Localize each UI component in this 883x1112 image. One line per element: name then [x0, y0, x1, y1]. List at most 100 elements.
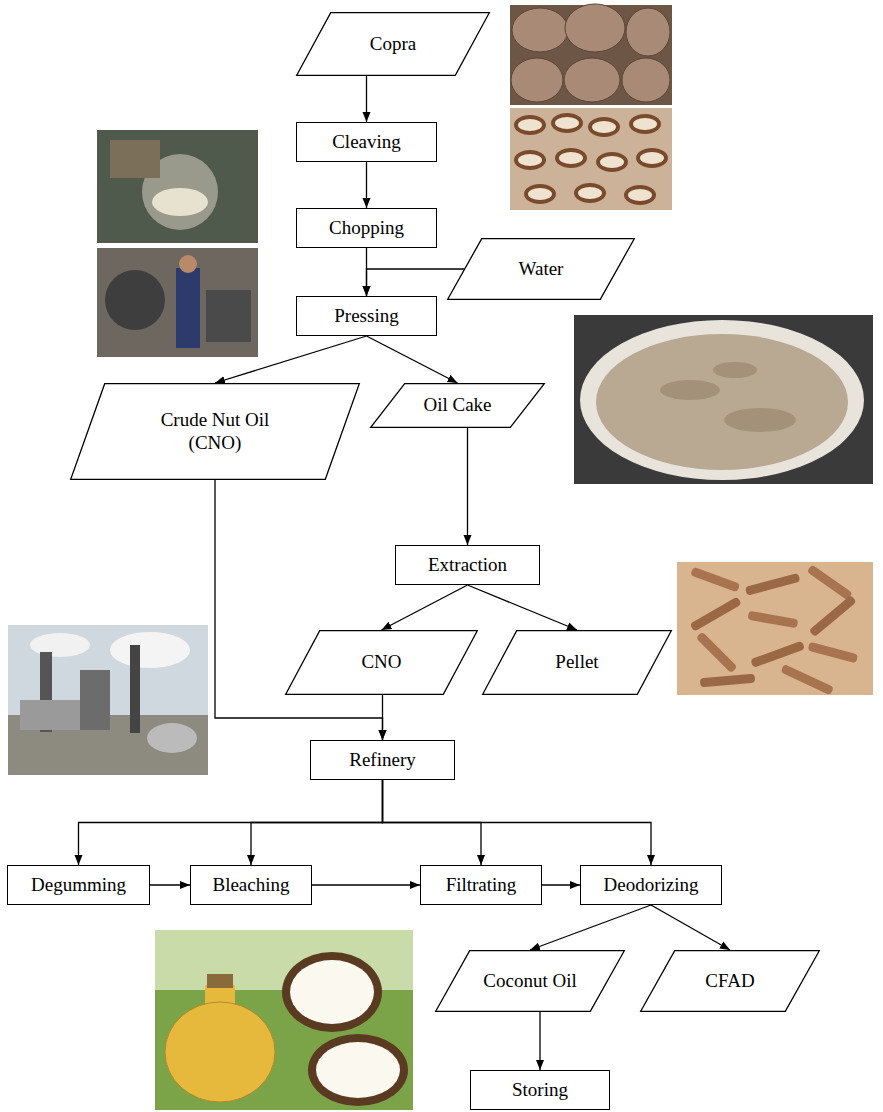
node-label: Refinery	[349, 749, 415, 772]
copra-nut	[565, 4, 625, 52]
shell-half	[624, 185, 656, 205]
parallelogram-shape	[71, 384, 360, 480]
photo-ground	[677, 562, 873, 695]
photo-ground	[97, 130, 258, 243]
pellet	[808, 642, 859, 664]
data-parallelogram: CFAD	[640, 950, 820, 1012]
flow-arrow	[367, 269, 465, 296]
flow-arrow	[382, 585, 468, 630]
shell-half	[596, 152, 628, 172]
process-box: Extraction	[395, 545, 540, 585]
flow-arrow	[530, 905, 651, 950]
process-box: Bleaching	[190, 865, 312, 905]
node-label: Oil Cake	[423, 394, 491, 417]
flow-arrow	[366, 76, 367, 122]
node-label: Chopping	[329, 217, 404, 240]
powder-lump	[713, 362, 757, 378]
pressing-photo	[97, 248, 258, 357]
shell-half	[636, 148, 668, 168]
data-parallelogram: Crude Nut Oil (CNO)	[70, 383, 360, 480]
jug-cork	[207, 974, 233, 988]
flow-arrow	[382, 695, 383, 740]
data-parallelogram: Copra	[296, 12, 490, 76]
node-label: Coconut Oil	[483, 970, 576, 993]
node-label: Copra	[370, 33, 416, 56]
flow-arrow	[79, 780, 383, 865]
copra-nut	[564, 58, 620, 102]
photo-sky	[8, 625, 208, 775]
pellet	[745, 573, 800, 596]
node-label: Extraction	[428, 554, 507, 577]
copra-nut	[511, 58, 563, 102]
flow-arrow	[215, 336, 367, 383]
data-parallelogram: CNO	[285, 630, 478, 695]
shell-meat	[518, 154, 542, 166]
node-label: Bleaching	[212, 874, 289, 897]
coconut-flesh	[290, 960, 374, 1024]
worker-head	[179, 255, 197, 273]
shell-meat	[628, 189, 652, 201]
data-parallelogram: Coconut Oil	[435, 950, 625, 1012]
shell-meat	[578, 187, 602, 199]
parallelogram-shape	[448, 239, 635, 300]
worker-hand	[110, 140, 160, 178]
shell-meat	[559, 152, 583, 164]
process-box: Storing	[470, 1070, 610, 1110]
parallelogram-shape	[371, 384, 545, 428]
node-label: Pressing	[334, 305, 398, 328]
flow-arrow	[467, 428, 468, 545]
press-machine	[206, 290, 251, 342]
shell-half	[524, 184, 556, 204]
coconut-oil-photo	[155, 930, 413, 1110]
node-label: CNO	[361, 651, 401, 674]
copra-nut	[512, 8, 568, 52]
flow-arrow	[542, 884, 580, 885]
shell-half	[555, 148, 587, 168]
shell-meat	[555, 117, 579, 129]
copra-nut	[626, 8, 670, 56]
copra-photo	[510, 4, 672, 105]
parallelogram-shape	[297, 13, 490, 76]
cake-powder	[596, 334, 848, 470]
pellet	[700, 674, 756, 688]
oil-jug	[165, 1002, 275, 1102]
photo-ground	[155, 930, 413, 1110]
node-label: Deodorizing	[604, 874, 699, 897]
steam	[110, 632, 190, 668]
node-label: Storing	[512, 1079, 568, 1102]
flow-arrow	[312, 884, 420, 885]
chopping-photo	[97, 130, 258, 243]
powder-lump	[660, 380, 720, 400]
photo-ground	[510, 5, 672, 105]
shell-meat	[640, 152, 664, 164]
chopped-copra	[152, 188, 208, 216]
node-label: Pellet	[555, 651, 598, 674]
process-box: Deodorizing	[580, 865, 722, 905]
parallelogram-shape	[436, 951, 625, 1012]
pellet	[690, 597, 742, 632]
flow-arrow	[215, 480, 383, 740]
chimney	[130, 645, 140, 733]
steam	[30, 633, 90, 657]
node-label: Degumming	[31, 874, 126, 897]
pellet	[696, 631, 738, 673]
flow-arrow	[366, 162, 367, 208]
coconut-shell	[282, 952, 382, 1032]
data-parallelogram: Oil Cake	[370, 383, 545, 428]
pellet	[780, 664, 834, 695]
shell-meat	[518, 119, 542, 131]
coconut-flesh	[316, 1042, 400, 1098]
process-box: Pressing	[296, 296, 437, 336]
refinery-photo	[8, 625, 208, 775]
pellet	[807, 564, 853, 600]
shell-half	[629, 114, 661, 134]
node-label: Filtrating	[446, 874, 517, 897]
data-parallelogram: Water	[447, 238, 635, 300]
shell-half	[514, 150, 546, 170]
shell-meat	[592, 121, 616, 133]
shell-half	[551, 113, 583, 133]
shell-meat	[600, 156, 624, 168]
pellet	[690, 567, 740, 593]
flow-arrow	[150, 884, 190, 885]
